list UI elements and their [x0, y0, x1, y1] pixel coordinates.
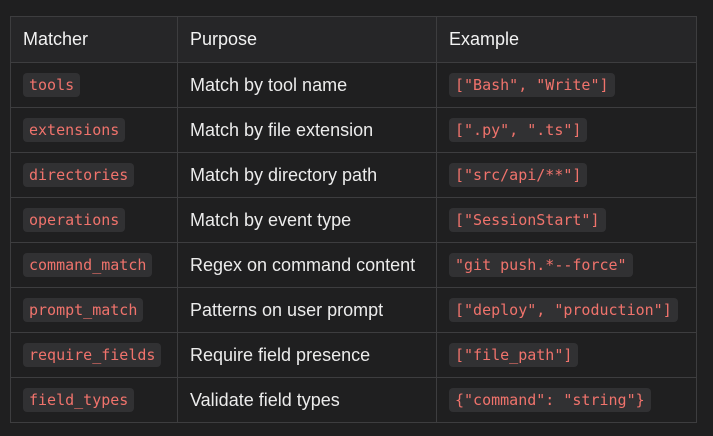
purpose-cell: Match by event type: [177, 197, 437, 243]
example-code: [".py", ".ts"]: [449, 118, 588, 142]
table-header-row: Matcher Purpose Example: [10, 16, 697, 63]
header-matcher: Matcher: [10, 16, 178, 63]
example-code: {"command": "string"}: [449, 388, 651, 412]
table-row: operations Match by event type ["Session…: [10, 197, 697, 243]
matcher-code: operations: [23, 208, 126, 232]
header-example: Example: [436, 16, 697, 63]
example-cell: ["deploy", "production"]: [436, 287, 697, 333]
matcher-cell: field_types: [10, 377, 178, 423]
purpose-cell: Match by directory path: [177, 152, 437, 198]
table-row: field_types Validate field types {"comma…: [10, 377, 697, 423]
purpose-cell: Validate field types: [177, 377, 437, 423]
table-row: require_fields Require field presence ["…: [10, 332, 697, 378]
matcher-code: field_types: [23, 388, 135, 412]
purpose-cell: Match by file extension: [177, 107, 437, 153]
matcher-code: directories: [23, 163, 135, 187]
purpose-cell: Regex on command content: [177, 242, 437, 288]
matcher-table: Matcher Purpose Example tools Match by t…: [10, 16, 697, 423]
example-cell: "git push.*--force": [436, 242, 697, 288]
table-row: extensions Match by file extension [".py…: [10, 107, 697, 153]
matcher-cell: tools: [10, 62, 178, 108]
purpose-cell: Patterns on user prompt: [177, 287, 437, 333]
matcher-code: tools: [23, 73, 81, 97]
example-code: "git push.*--force": [449, 253, 633, 277]
matcher-code: require_fields: [23, 343, 162, 367]
purpose-cell: Match by tool name: [177, 62, 437, 108]
matcher-cell: directories: [10, 152, 178, 198]
matcher-cell: operations: [10, 197, 178, 243]
example-code: ["src/api/**"]: [449, 163, 588, 187]
example-code: ["file_path"]: [449, 343, 579, 367]
matcher-cell: require_fields: [10, 332, 178, 378]
example-code: ["Bash", "Write"]: [449, 73, 615, 97]
matcher-cell: prompt_match: [10, 287, 178, 333]
table-row: directories Match by directory path ["sr…: [10, 152, 697, 198]
example-cell: ["SessionStart"]: [436, 197, 697, 243]
example-cell: ["file_path"]: [436, 332, 697, 378]
table-row: tools Match by tool name ["Bash", "Write…: [10, 62, 697, 108]
example-code: ["deploy", "production"]: [449, 298, 678, 322]
purpose-cell: Require field presence: [177, 332, 437, 378]
example-cell: ["Bash", "Write"]: [436, 62, 697, 108]
matcher-code: prompt_match: [23, 298, 144, 322]
example-cell: {"command": "string"}: [436, 377, 697, 423]
matcher-cell: command_match: [10, 242, 178, 288]
matcher-cell: extensions: [10, 107, 178, 153]
table-row: prompt_match Patterns on user prompt ["d…: [10, 287, 697, 333]
header-purpose: Purpose: [177, 16, 437, 63]
matcher-code: extensions: [23, 118, 126, 142]
example-code: ["SessionStart"]: [449, 208, 606, 232]
matcher-table-container: Matcher Purpose Example tools Match by t…: [10, 16, 697, 423]
example-cell: ["src/api/**"]: [436, 152, 697, 198]
example-cell: [".py", ".ts"]: [436, 107, 697, 153]
table-row: command_match Regex on command content "…: [10, 242, 697, 288]
matcher-code: command_match: [23, 253, 153, 277]
